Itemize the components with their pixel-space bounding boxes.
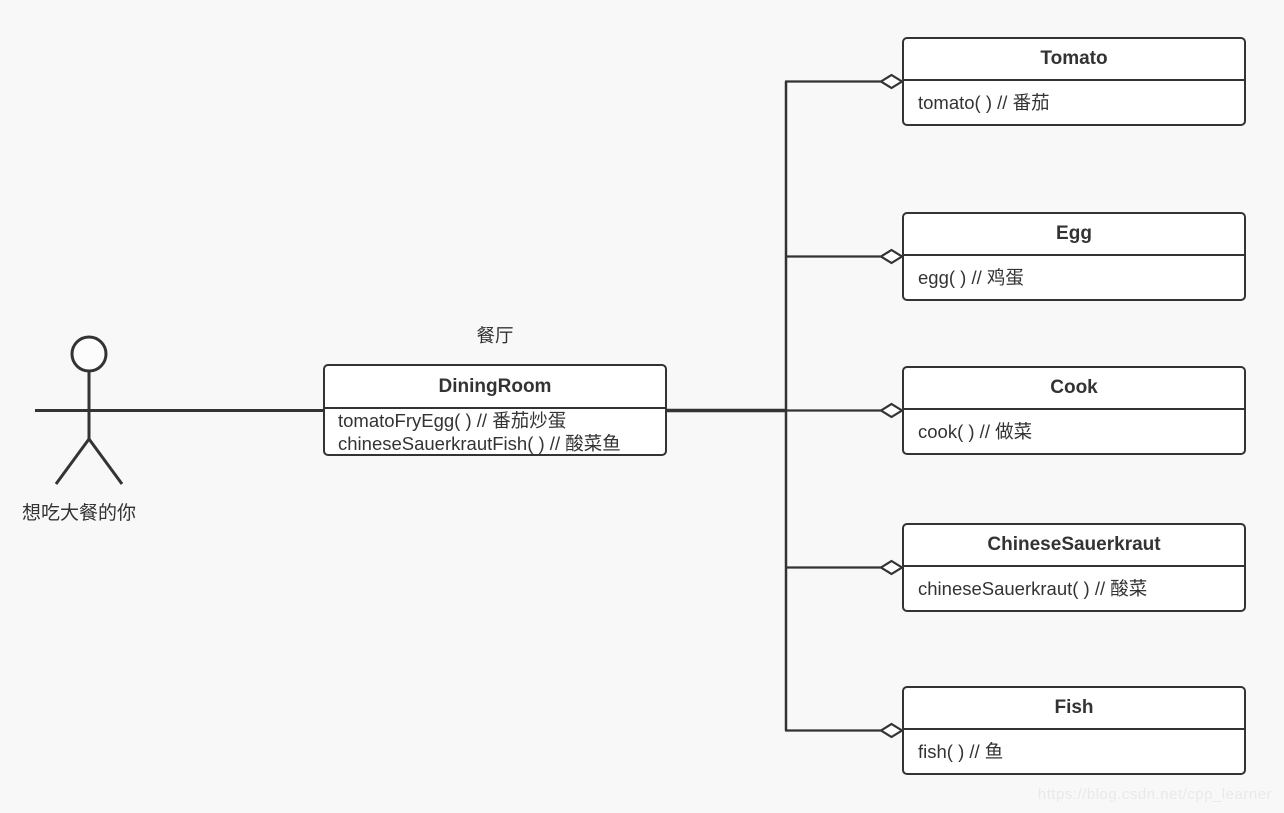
actor-right-leg xyxy=(87,438,124,485)
class-title: ChineseSauerkraut xyxy=(904,525,1244,567)
class-methods: tomatoFryEgg( ) // 番茄炒蛋 chineseSauerkrau… xyxy=(325,409,665,455)
class-box-fish: Fish fish( ) // 鱼 xyxy=(902,686,1246,775)
dining-room-annotation: 餐厅 xyxy=(476,325,514,346)
class-title: Tomato xyxy=(904,39,1244,81)
method-line: tomatoFryEgg( ) // 番茄炒蛋 xyxy=(338,410,567,431)
class-title: Cook xyxy=(904,368,1244,410)
aggregation-diamond-tomato-icon xyxy=(878,73,905,90)
actor-label: 想吃大餐的你 xyxy=(22,503,137,524)
aggregation-diamond-cook-icon xyxy=(878,402,905,419)
method-line: chineseSauerkraut( ) // 酸菜 xyxy=(918,577,1148,599)
class-methods: chineseSauerkraut( ) // 酸菜 xyxy=(904,567,1244,609)
actor-left-leg xyxy=(54,438,91,485)
class-methods: cook( ) // 做菜 xyxy=(904,410,1244,452)
method-line: cook( ) // 做菜 xyxy=(918,420,1033,442)
class-methods: egg( ) // 鸡蛋 xyxy=(904,256,1244,298)
class-box-cook: Cook cook( ) // 做菜 xyxy=(902,366,1246,455)
actor-head xyxy=(70,335,108,373)
class-methods: tomato( ) // 番茄 xyxy=(904,81,1244,123)
method-line: fish( ) // 鱼 xyxy=(918,740,1004,762)
watermark-url: https://blog.csdn.net/cpp_learner xyxy=(1037,786,1272,803)
method-line: tomato( ) // 番茄 xyxy=(918,91,1050,113)
aggregation-diamond-egg-icon xyxy=(878,248,905,265)
aggregation-diamond-sauerkraut-icon xyxy=(878,559,905,576)
class-title: DiningRoom xyxy=(325,366,665,409)
class-box-chinesesauerkraut: ChineseSauerkraut chineseSauerkraut( ) /… xyxy=(902,523,1246,612)
class-methods: fish( ) // 鱼 xyxy=(904,730,1244,772)
method-line: egg( ) // 鸡蛋 xyxy=(918,266,1024,288)
class-box-diningroom: DiningRoom tomatoFryEgg( ) // 番茄炒蛋 chine… xyxy=(323,364,667,456)
class-box-egg: Egg egg( ) // 鸡蛋 xyxy=(902,212,1246,301)
method-line: chineseSauerkrautFish( ) // 酸菜鱼 xyxy=(338,432,621,454)
aggregation-diamond-fish-icon xyxy=(878,722,905,739)
class-box-tomato: Tomato tomato( ) // 番茄 xyxy=(902,37,1246,126)
class-title: Fish xyxy=(904,688,1244,730)
class-title: Egg xyxy=(904,214,1244,256)
